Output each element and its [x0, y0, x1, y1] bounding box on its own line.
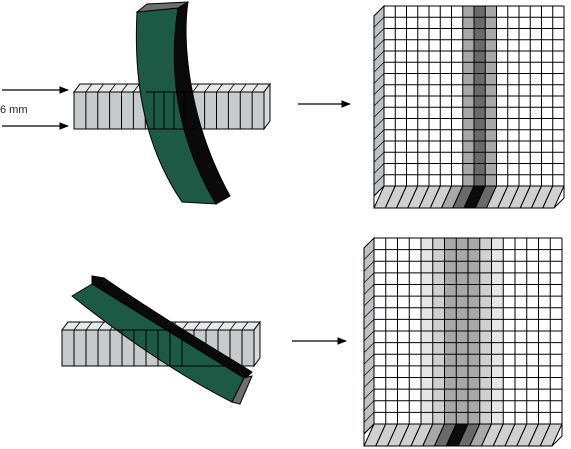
- strip-top-divider: [193, 321, 201, 331]
- grid-side-line: [363, 365, 375, 377]
- strip-top-divider: [251, 83, 259, 93]
- grid-base-cell: [541, 185, 565, 209]
- top-row: [2, 1, 565, 209]
- strip-top-divider: [85, 321, 93, 331]
- grid-side-line: [373, 174, 385, 185]
- grid-side-line: [373, 84, 385, 95]
- grid-side-line: [363, 330, 375, 342]
- grid-side-line: [373, 28, 385, 39]
- grid-side-line: [363, 400, 375, 411]
- grid-side-line: [373, 107, 385, 118]
- grid-side-line: [363, 342, 375, 353]
- grid-side-line: [363, 249, 375, 260]
- image-grid-bottom: [363, 236, 563, 447]
- grid-side-line: [373, 17, 385, 28]
- strip-top-divider: [241, 321, 249, 331]
- detector-strip-front-overlay: [146, 91, 196, 130]
- grid-side-line: [363, 295, 375, 307]
- strip-top-divider: [217, 321, 225, 331]
- grid-base-cell: [539, 423, 563, 447]
- curved-object-vertical: [135, 1, 231, 205]
- thickness-label: 6 mm: [0, 104, 28, 116]
- strip-top-divider: [228, 83, 235, 93]
- strip-cells: [85, 83, 259, 129]
- strip-top-divider: [216, 83, 223, 93]
- grid-side-line: [373, 163, 385, 174]
- strip-top-divider: [133, 83, 140, 93]
- strip-top-divider: [97, 83, 105, 93]
- grid-side-line: [373, 73, 385, 84]
- strip-top-divider: [239, 83, 247, 93]
- grid-side-line: [373, 118, 385, 129]
- strip-top-divider: [181, 321, 189, 331]
- object-top-face: [135, 1, 189, 13]
- grid-side-line: [363, 261, 375, 272]
- strip-overlay-bottom: [62, 329, 254, 367]
- grid-side-line: [363, 307, 375, 318]
- grid-side-line: [363, 272, 375, 284]
- grid-side-line: [373, 140, 385, 152]
- grid-side-line: [373, 39, 385, 50]
- grid-side-line: [373, 152, 385, 163]
- strip-top-divider: [204, 83, 211, 93]
- grid-side-line: [363, 377, 375, 388]
- object-end-cap: [231, 375, 253, 405]
- grid-side-line: [363, 388, 375, 400]
- image-grid-top: [373, 4, 565, 209]
- strip-top-divider: [192, 83, 200, 93]
- strip-top-divider: [73, 321, 81, 331]
- strip-top-divider: [121, 83, 128, 93]
- bottom-row: [61, 236, 563, 447]
- strip-top-divider: [85, 83, 93, 93]
- strip-top-divider: [109, 83, 116, 93]
- grid-side-line: [373, 95, 385, 107]
- grid-side-line: [363, 412, 375, 423]
- grid-side-line: [363, 319, 375, 330]
- strip-top-divider: [205, 321, 213, 331]
- strip-top-divider: [229, 321, 237, 331]
- strip-top-divider: [97, 321, 105, 331]
- grid-side-line: [373, 62, 385, 73]
- grid-side-line: [363, 284, 375, 295]
- grid-side-line: [363, 354, 375, 365]
- object-front-face: [135, 7, 217, 205]
- grid-side-line: [373, 50, 385, 62]
- grid-side-line: [373, 129, 385, 140]
